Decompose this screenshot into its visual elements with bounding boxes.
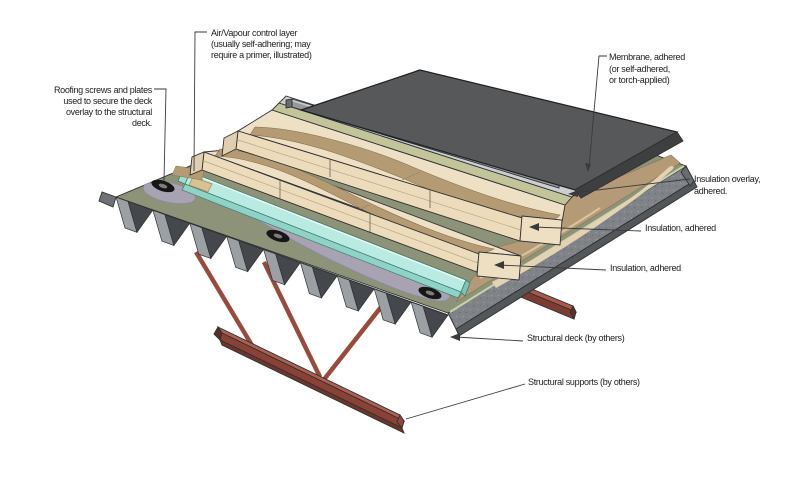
- leader-avb: [193, 31, 207, 172]
- leader-lines: [154, 31, 691, 420]
- joist-bottom-chord-top: [216, 325, 406, 423]
- leader-structural-supports: [405, 383, 526, 420]
- arrowhead: [450, 333, 460, 341]
- joist-end-cap: [213, 326, 223, 341]
- roofing-screw-plate: [151, 179, 175, 193]
- structural-deck: [98, 165, 698, 338]
- label-avb: (usually self-adhering; may: [211, 39, 311, 49]
- leader-structural-deck: [455, 336, 524, 342]
- joist-web-strut: [194, 250, 258, 354]
- insulation-end-face-left: [221, 130, 239, 157]
- kraft-scrap: [188, 176, 213, 193]
- deck-corrugation: [115, 196, 449, 338]
- label-membrane: or torch-applied): [609, 75, 670, 85]
- label-avb: require a primer, illustrated): [211, 50, 312, 60]
- adhesive-ribbon: [214, 148, 495, 254]
- overlay-adhesive-and-fasteners: [142, 168, 471, 302]
- leader-insulation-lower: [497, 264, 607, 271]
- joist-bottom-chord-flange: [219, 339, 405, 434]
- leader-membrane: [588, 55, 607, 168]
- label-insulation-overlay: Insulation overlay,: [694, 174, 760, 184]
- arrowhead: [494, 261, 504, 269]
- joist-end-cap: [396, 414, 405, 429]
- arrowhead: [585, 163, 591, 172]
- label-roofing-screws: used to secure the deck: [63, 96, 152, 106]
- adhesive-ribbon: [492, 165, 674, 288]
- label-structural-deck: Structural deck (by others): [527, 333, 625, 343]
- label-insulation-lower: Insulation, adhered: [610, 263, 681, 273]
- deck-left-flange: [98, 191, 117, 208]
- membrane: [285, 69, 684, 199]
- label-structural-supports: Structural supports (by others): [528, 377, 640, 387]
- insulation-layer-lower: [171, 148, 522, 281]
- membrane-side-face: [574, 131, 684, 199]
- leader-insulation-upper: [532, 226, 642, 232]
- joist-bottom-chord-web: [219, 332, 405, 429]
- leader-insulation-overlay: [571, 178, 691, 194]
- label-membrane: Membrane, adhered: [609, 52, 685, 62]
- label-roofing-screws: overlay to the structural: [66, 107, 152, 117]
- label-insulation-overlay: adhered.: [694, 186, 727, 196]
- insulation-layer-upper: [221, 109, 566, 246]
- joist-web-strut: [320, 300, 387, 384]
- labels: Roofing screws and plates used to secure…: [54, 28, 761, 387]
- support-beam-right-cap: [569, 304, 577, 321]
- roofing-screw-plate: [266, 229, 290, 243]
- leader-roofing-screws: [154, 88, 167, 182]
- joist-web-strut: [261, 261, 323, 378]
- label-roofing-screws: deck.: [132, 118, 152, 128]
- insulation-end-face-right: [519, 215, 563, 246]
- membrane-roll-cap: [285, 98, 293, 109]
- label-insulation-upper: Insulation, adhered: [645, 223, 716, 233]
- label-membrane: (or self-adhered,: [609, 64, 670, 74]
- insulation-end-face-left: [189, 151, 205, 176]
- arrowhead: [568, 190, 578, 197]
- roofing-screw-plate: [418, 286, 442, 300]
- deck-corner-cap: [680, 165, 695, 187]
- label-roofing-screws: Roofing screws and plates: [54, 85, 153, 95]
- label-avb: Air/Vapour control layer: [211, 28, 297, 38]
- arrowhead: [529, 223, 539, 231]
- air-vapour-control-layer: [177, 168, 471, 299]
